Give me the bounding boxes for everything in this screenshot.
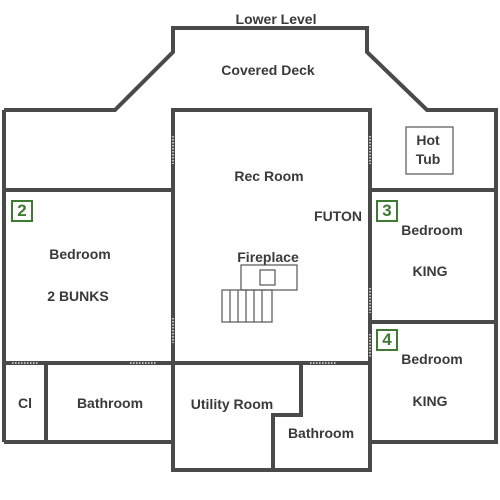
fireplace-label: Fireplace (237, 249, 299, 265)
room-badge-3: 3 (376, 200, 398, 222)
utility-room-label: Utility Room (190, 396, 274, 412)
utility-bathroom-wall (271, 363, 303, 470)
bedroom-2-detail: 2 BUNKS (47, 288, 109, 304)
room-badge-2: 2 (11, 200, 33, 222)
covered-deck-outline (4, 26, 498, 190)
fireplace-box (259, 269, 276, 286)
floor-title: Lower Level (235, 11, 317, 27)
rec-room-walls (171, 108, 372, 365)
closet-label: Cl (18, 395, 32, 411)
hot-tub (405, 126, 454, 175)
stairs (221, 289, 273, 323)
bathroom-left-label: Bathroom (76, 395, 144, 411)
bedroom-4-name: Bedroom (401, 351, 463, 367)
fireplace-hearth (240, 264, 298, 291)
bathroom-center-label: Bathroom (287, 425, 355, 441)
covered-deck-label: Covered Deck (221, 62, 315, 78)
room-badge-4: 4 (376, 329, 398, 351)
bedroom-2-name: Bedroom (49, 246, 111, 262)
doorways (12, 136, 371, 364)
rec-room-label: Rec Room (234, 168, 304, 184)
bedroom-3-detail: KING (412, 263, 448, 279)
hot-tub-label: Hot Tub (415, 132, 441, 167)
futon-label: FUTON (314, 208, 362, 224)
outer-wall-right (370, 190, 498, 444)
bedroom-4-detail: KING (412, 393, 448, 409)
bedroom-3-name: Bedroom (401, 222, 463, 238)
